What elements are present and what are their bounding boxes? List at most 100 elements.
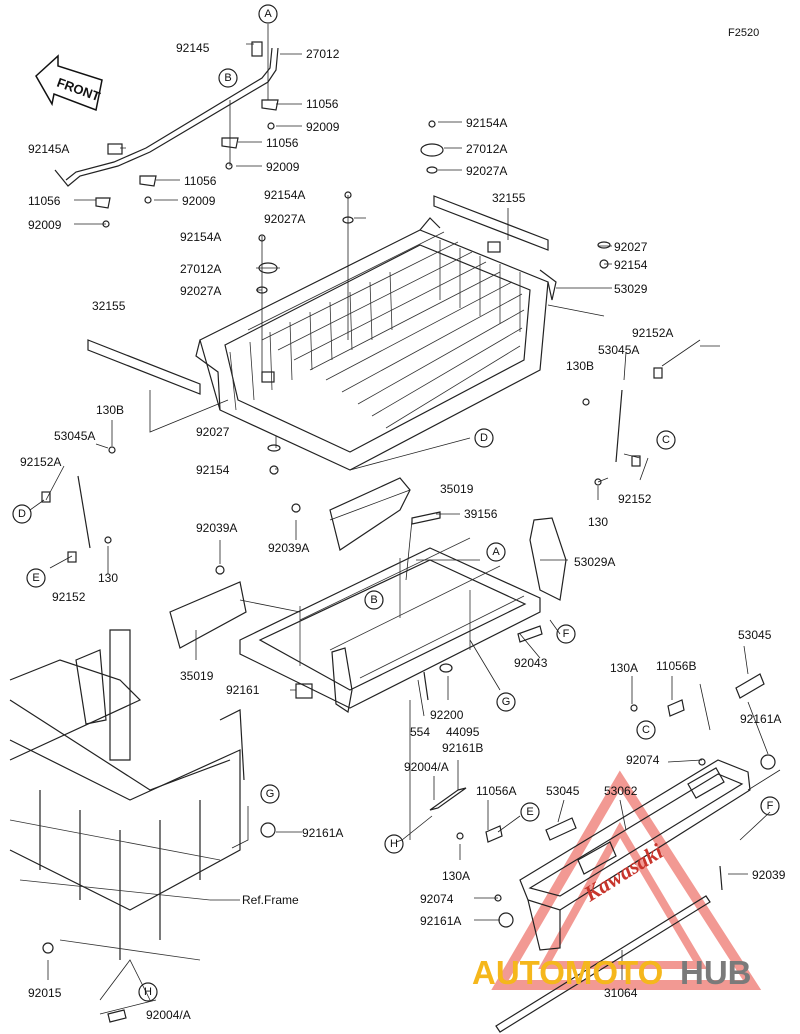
svg-text:G: G: [502, 696, 511, 708]
part-label: 130: [98, 571, 118, 585]
svg-text:A: A: [492, 546, 500, 558]
part-label: 92154A: [466, 116, 507, 130]
watermark-logo: [491, 770, 762, 990]
part-label: 11056: [306, 97, 339, 111]
ref-circle: C: [656, 430, 676, 450]
ref-circle: E: [520, 802, 540, 822]
svg-text:B: B: [224, 72, 231, 84]
part-label: 92039: [752, 868, 786, 882]
bed-frame: [239, 517, 567, 714]
svg-text:C: C: [642, 724, 650, 736]
part-label: 35019: [180, 669, 214, 683]
svg-text:D: D: [18, 508, 26, 520]
part-label: 44095: [446, 725, 480, 739]
watermark-text: AUTOMOTO HUB: [472, 954, 752, 991]
part-label: 53045A: [54, 429, 95, 443]
part-label: 92074: [420, 892, 454, 906]
part-label: 130: [588, 515, 608, 529]
ref-circle: F: [556, 624, 576, 644]
part-label: 92154: [196, 463, 230, 477]
part-label: 92145A: [28, 142, 69, 156]
side-rail-27012: [54, 41, 279, 187]
part-label: 11056B: [656, 659, 696, 673]
part-label: 53029A: [574, 555, 615, 569]
part-label: 130B: [96, 403, 124, 417]
part-label: 130A: [610, 661, 638, 675]
part-label: 92161A: [740, 712, 781, 726]
part-label: 92154A: [180, 230, 221, 244]
bracket-11056-group: [95, 99, 279, 228]
svg-text:D: D: [480, 432, 488, 444]
ref-circle: A: [258, 4, 278, 24]
part-label: 39156: [464, 507, 498, 521]
part-label: 92161: [226, 683, 260, 697]
part-label: 53045: [546, 784, 580, 798]
leader-lines: [29, 24, 781, 1015]
part-label: 92161A: [420, 914, 461, 928]
part-label: 92027: [196, 425, 230, 439]
ref-circle: E: [26, 568, 46, 588]
watermark-part-2: HUB: [680, 954, 752, 991]
front-direction-arrow: FRONT: [35, 54, 103, 112]
part-label: 92043: [514, 656, 548, 670]
part-label: 92200: [430, 708, 464, 722]
part-label: 92004/A: [146, 1008, 191, 1022]
part-label: 92152A: [632, 326, 673, 340]
ref-circle: G: [260, 784, 280, 804]
svg-text:F: F: [563, 628, 570, 640]
part-label: 92161B: [442, 741, 483, 755]
crossbar-32155-left: [87, 339, 201, 395]
svg-text:C: C: [662, 434, 670, 446]
part-label: 130B: [566, 359, 594, 373]
ref-circle: D: [474, 428, 494, 448]
bar-39156: [411, 511, 441, 525]
svg-text:B: B: [370, 594, 377, 606]
part-label: 92009: [306, 120, 340, 134]
part-label: 92161A: [302, 826, 343, 840]
part-label: 35019: [440, 482, 474, 496]
svg-text:F: F: [767, 800, 774, 812]
part-label: 11056: [28, 194, 61, 208]
rod-31064: [495, 895, 711, 1033]
cargo-bed-53029: [195, 217, 557, 471]
part-label: 92039A: [196, 521, 237, 535]
ref-circle: H: [138, 982, 158, 1002]
part-label: 11056: [184, 174, 217, 188]
part-label: 92027A: [466, 164, 507, 178]
part-label: 92027: [614, 240, 648, 254]
side-panel-35019-upper: [329, 477, 411, 551]
part-label: 92004/A: [404, 760, 449, 774]
part-label: 27012A: [180, 262, 221, 276]
part-label: 92009: [266, 160, 300, 174]
watermark-part-1: AUTOMOTO: [472, 954, 663, 991]
part-label: 92152: [52, 590, 86, 604]
part-label: 92015: [28, 986, 62, 1000]
svg-text:A: A: [264, 8, 272, 20]
support-cable-53045A-left: [41, 475, 91, 563]
part-label: 53045: [738, 628, 772, 642]
part-label: 92009: [182, 194, 216, 208]
svg-text:E: E: [32, 572, 39, 584]
ref-circle: G: [496, 692, 516, 712]
part-label: 92145: [176, 41, 210, 55]
part-label: 92027A: [180, 284, 221, 298]
part-label: 11056A: [476, 784, 516, 798]
part-label: 53029: [614, 282, 648, 296]
ref-circle: B: [364, 590, 384, 610]
ref-circle: A: [486, 542, 506, 562]
part-label: 92154A: [264, 188, 305, 202]
svg-text:E: E: [526, 806, 533, 818]
reference-markers: A B D C D E A B F G C F G E H H: [12, 4, 780, 1002]
part-label: 130A: [442, 869, 470, 883]
part-label: 27012: [306, 47, 340, 61]
svg-text:H: H: [144, 986, 152, 998]
part-label: 554: [410, 725, 430, 739]
ref-frame-label: Ref.Frame: [242, 893, 299, 907]
support-cable-53045A-right: [615, 367, 663, 467]
part-number-labels: 92145 27012 11056 92009 11056 92009 9214…: [20, 41, 786, 1022]
svg-text:H: H: [390, 838, 398, 850]
part-label: 92152A: [20, 455, 61, 469]
part-label: 32155: [92, 299, 126, 313]
part-label: 53045A: [598, 343, 639, 357]
part-label: 92027A: [264, 212, 305, 226]
